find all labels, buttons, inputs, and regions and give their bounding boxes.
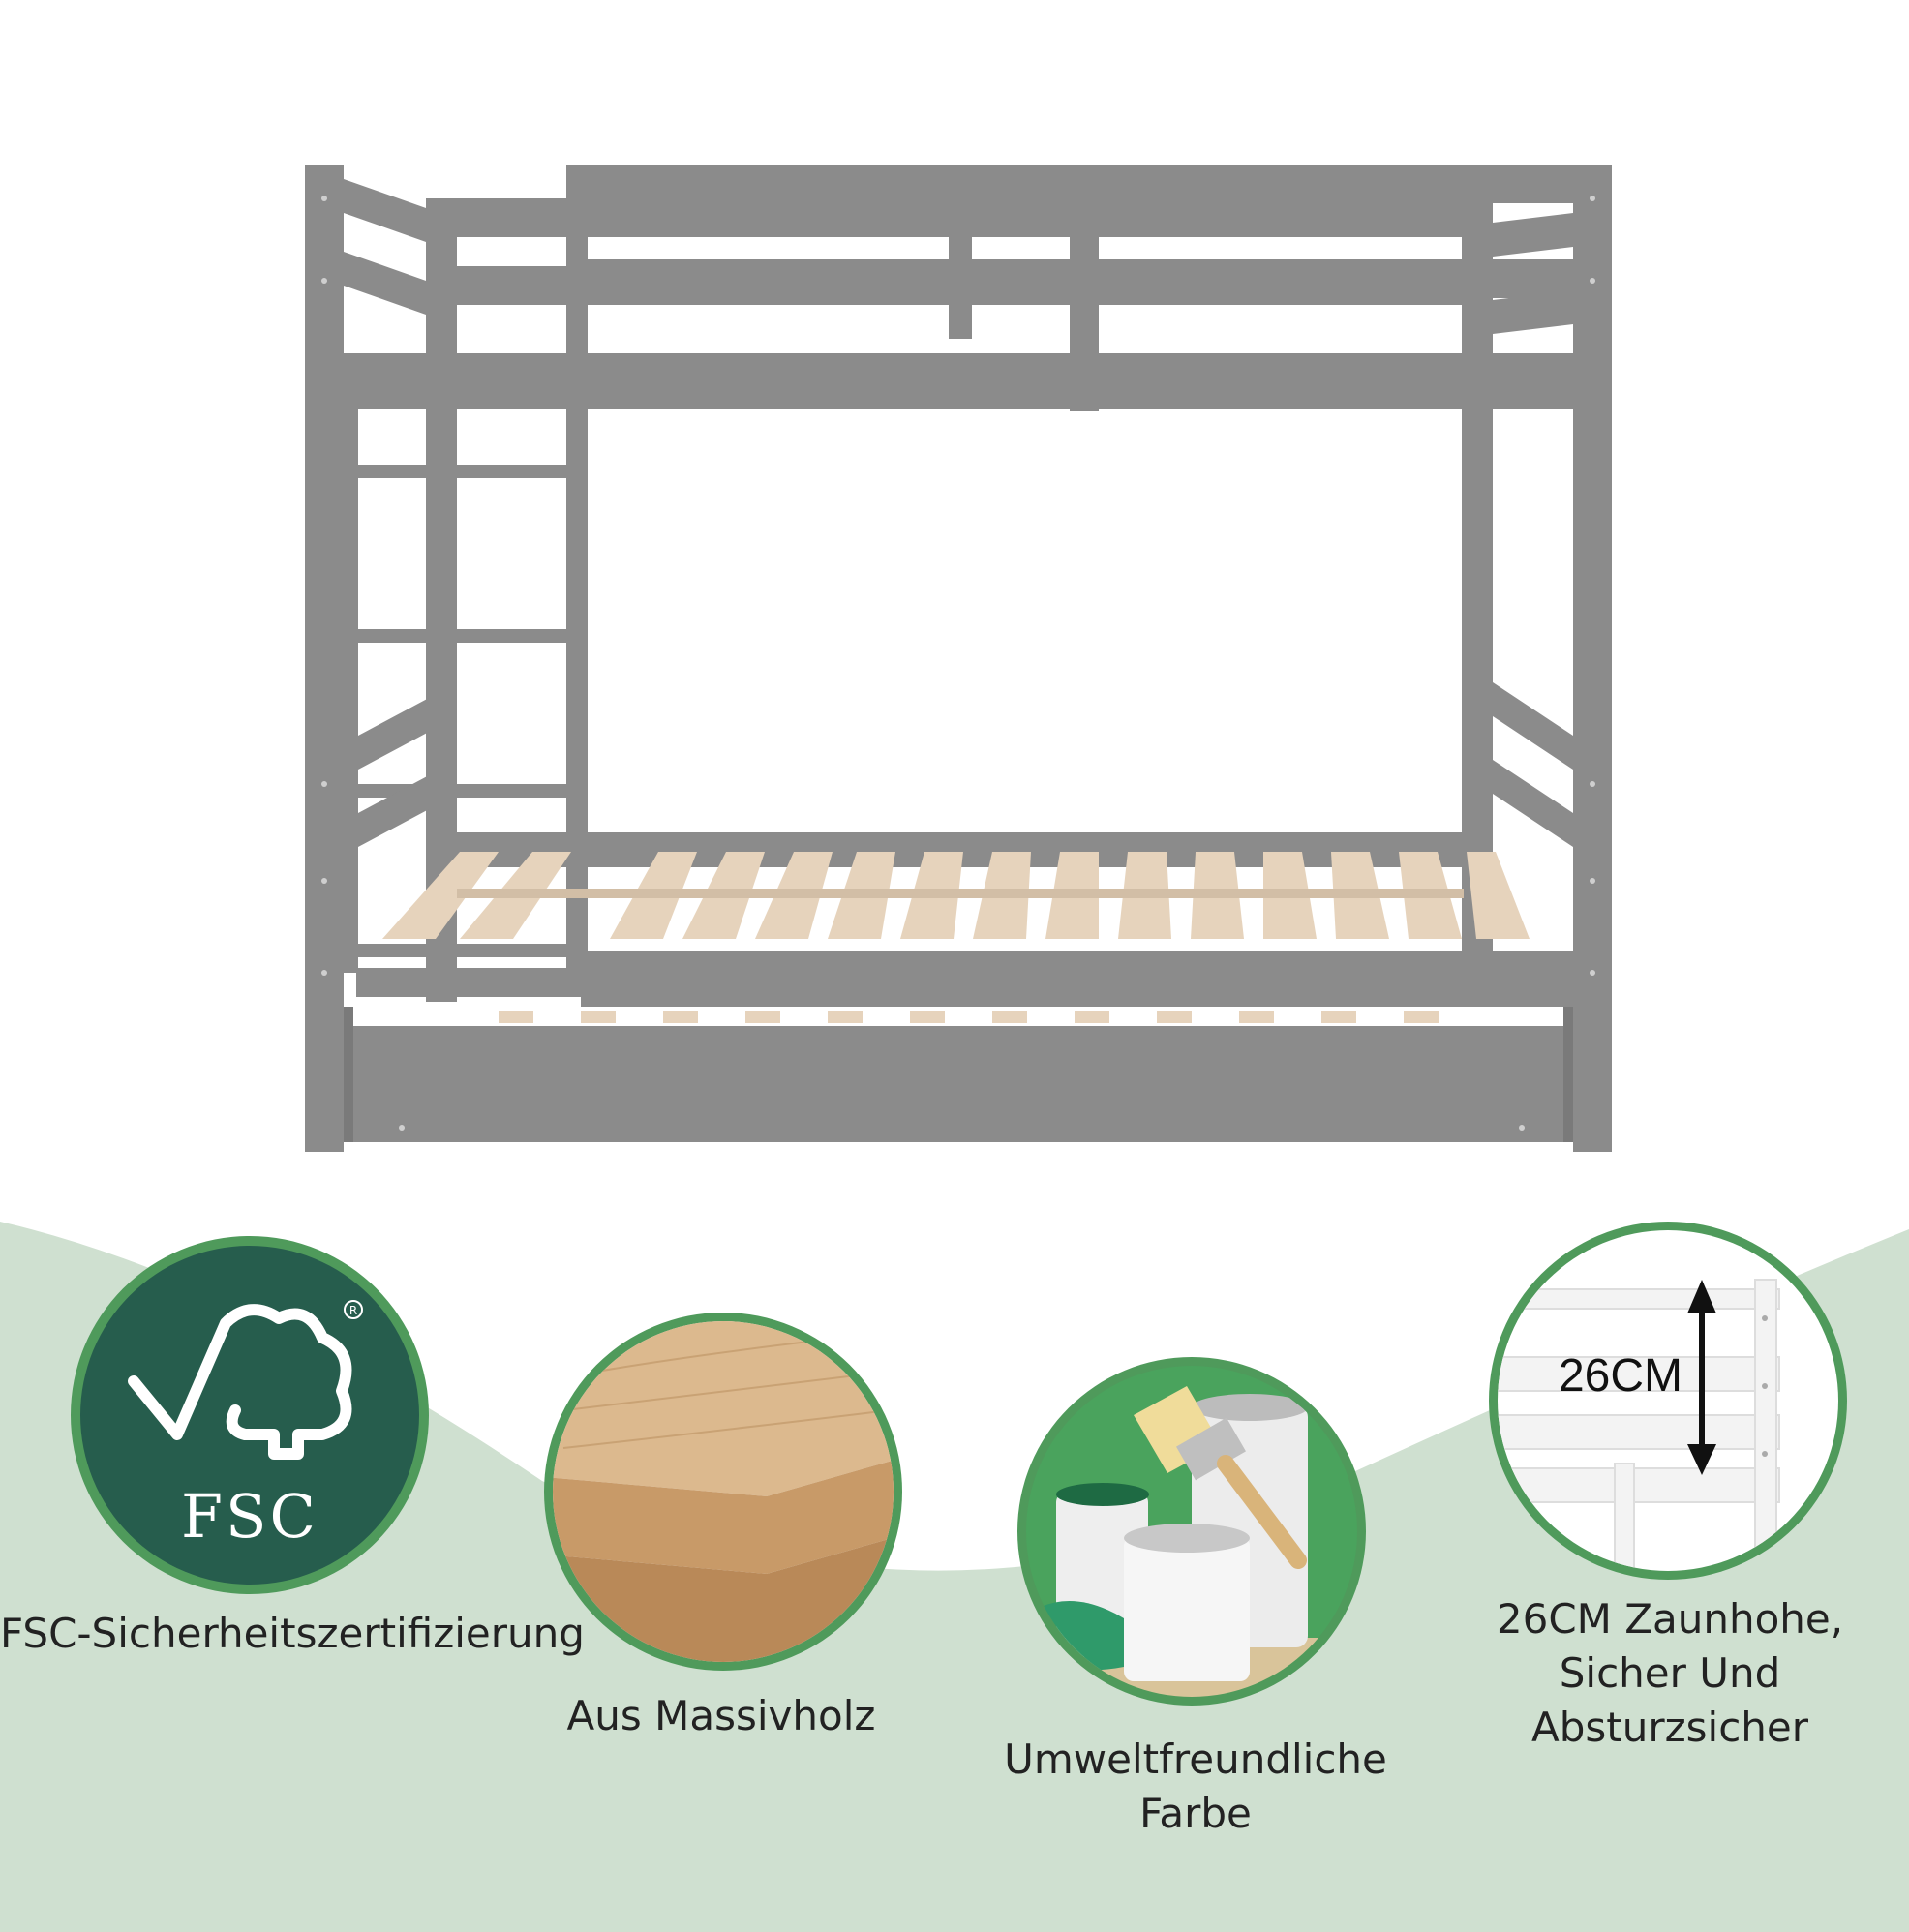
fence-caption-line3: Absturzsicher	[1530, 1704, 1809, 1751]
fsc-logo-text: FSC	[181, 1481, 318, 1552]
eco-paint-caption-line2: Farbe	[1139, 1790, 1252, 1837]
eco-paint-caption: Umweltfreundliche Farbe	[968, 1733, 1423, 1841]
fence-caption-line1: 26CM Zaunhohe,	[1496, 1595, 1844, 1643]
tree-check-icon: R	[128, 1300, 363, 1460]
fsc-badge: R FSC	[71, 1236, 429, 1594]
fence-height-icon	[1498, 1230, 1838, 1571]
fence-height-caption: 26CM Zaunhohe, Sicher Und Absturzsicher	[1452, 1592, 1888, 1755]
paint-cans-icon	[1026, 1366, 1357, 1697]
fsc-logo-icon: R FSC	[80, 1246, 419, 1585]
solid-wood-caption: Aus Massivholz	[566, 1692, 876, 1739]
fsc-caption: FSC-Sicherheitszertifizierung	[0, 1610, 585, 1657]
svg-text:R: R	[349, 1304, 357, 1317]
eco-paint-badge	[1017, 1357, 1366, 1706]
eco-paint-caption-line1: Umweltfreundliche	[1004, 1736, 1387, 1783]
fence-caption-line2: Sicher Und	[1559, 1649, 1781, 1697]
fence-height-measure: 26CM	[1558, 1350, 1683, 1402]
solid-wood-badge	[544, 1313, 902, 1671]
fence-height-badge: 26CM	[1489, 1222, 1847, 1580]
bunk-bed-illustration	[305, 165, 1612, 1152]
solid-wood-icon	[553, 1321, 894, 1662]
